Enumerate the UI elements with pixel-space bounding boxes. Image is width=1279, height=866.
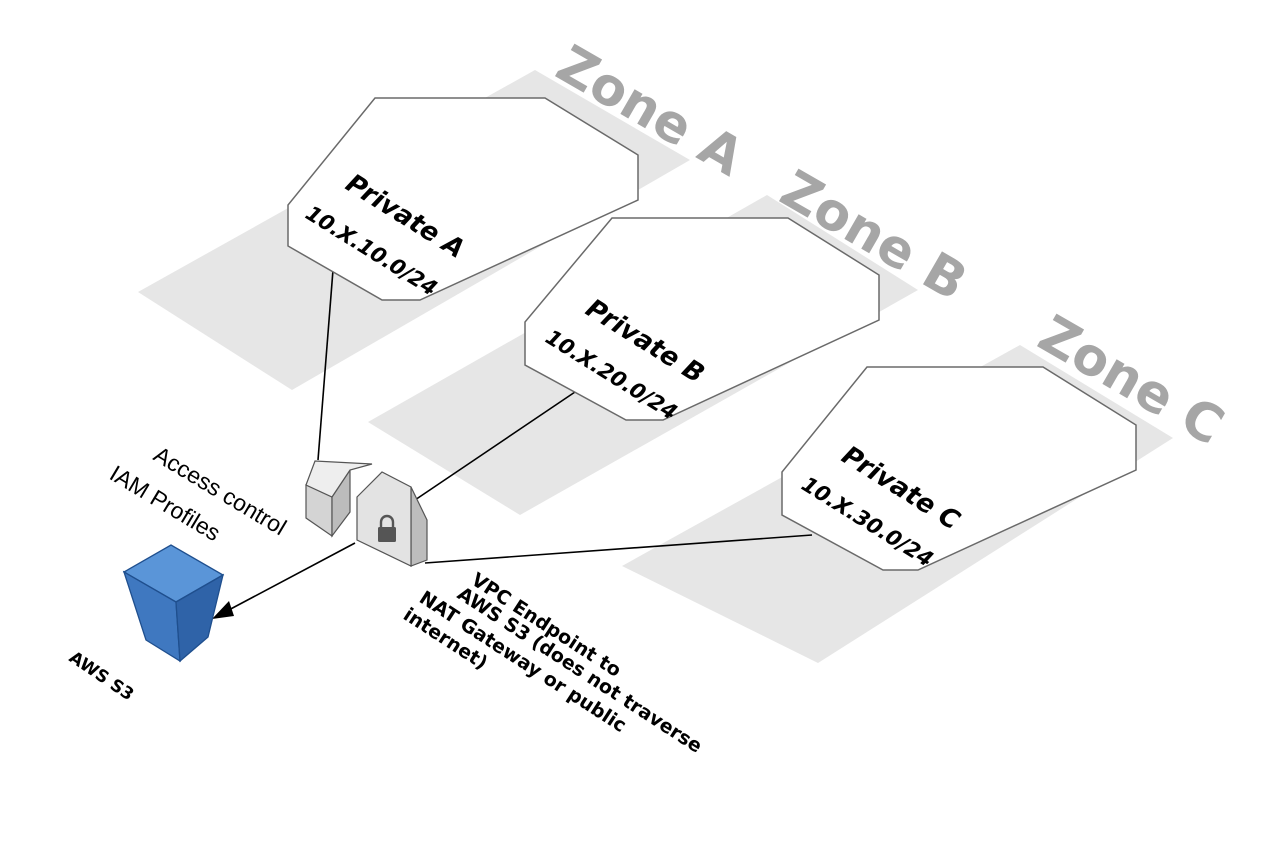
subnet-private-c[interactable]: Private C 10.X.30.0/24: [781, 366, 1137, 572]
endpoint-front-face: [356, 471, 412, 567]
access-control-caption: Access control IAM Profiles: [105, 441, 291, 546]
arrowhead-to-s3: [212, 601, 234, 619]
link-private-a: [317, 269, 334, 461]
subnet-a-card[interactable]: [287, 97, 639, 301]
aws-s3[interactable]: AWS S3: [65, 544, 225, 706]
endpoint-back-top: [305, 460, 373, 498]
subnet-c-card[interactable]: [781, 366, 1137, 571]
s3-bucket-icon[interactable]: [122, 544, 225, 663]
endpoint-caption-line2: AWS S3 (does not traverse: [453, 583, 706, 758]
subnet-private-b[interactable]: Private B 10.X.20.0/24: [524, 217, 880, 425]
endpoint-front-side: [410, 486, 428, 567]
link-private-c: [424, 534, 813, 564]
vpc-endpoint-lock-icon: [378, 514, 396, 542]
bucket-right-face: [175, 573, 224, 663]
subnet-private-a[interactable]: Private A 10.X.10.0/24: [287, 97, 639, 301]
connections: [212, 269, 813, 619]
s3-label: AWS S3: [65, 648, 137, 706]
subnet-b-card[interactable]: [524, 217, 880, 421]
link-to-s3: [224, 542, 356, 613]
vpc-endpoint[interactable]: [305, 460, 428, 567]
link-private-b: [411, 391, 576, 503]
endpoint-caption: VPC Endpoint to AWS S3 (does not travers…: [399, 569, 706, 758]
